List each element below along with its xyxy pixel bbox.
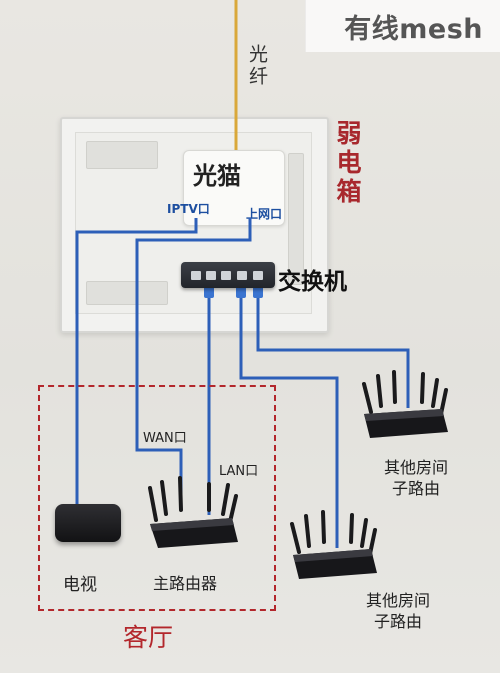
modem-title: 光猫 [193,162,241,190]
living-room-label: 客厅 [123,623,174,652]
weak-box-label: 弱电箱 [333,120,362,207]
room-cable-1 [256,288,410,408]
room-router-2 [290,510,377,579]
room-router-1-label-line2: 子路由 [391,479,440,498]
tv-set-top-box [55,504,121,542]
mounting-rail [288,153,304,285]
mounting-bracket [86,141,158,169]
tv-label: 电视 [63,575,97,595]
internet-port-label: 上网口 [246,207,283,221]
optical-modem [183,150,285,226]
switch-label: 交换机 [278,269,347,295]
fiber-label: 光纤 [246,44,268,88]
room-cable-2 [239,288,339,548]
switch-port [191,271,201,280]
room-router-2-label-line1: 其他房间 [365,591,430,610]
switch-port [206,271,216,280]
living-room-area [38,385,276,611]
main-router-label: 主路由器 [153,574,218,593]
mounting-bracket [86,281,168,305]
room-router-1-label-line1: 其他房间 [383,458,448,477]
iptv-port-label: IPTV口 [167,202,210,216]
iptv-cable [75,218,198,506]
main-router [148,476,238,548]
router-lan-port-label: LAN口 [219,464,259,479]
room-router-2-label-line2: 子路由 [373,612,422,631]
switch-port [237,271,247,280]
wan-cable [135,218,252,510]
switch-port [253,271,263,280]
switch-port [221,271,231,280]
title: 有线mesh [344,14,483,45]
room-router-2-label: 其他房间 子路由 [360,590,436,632]
room-router-1 [362,370,448,438]
room-router-1-label: 其他房间 子路由 [378,457,454,499]
router-wan-port-label: WAN口 [143,431,187,446]
title-banner: 有线mesh [305,0,500,52]
network-switch [181,262,275,288]
